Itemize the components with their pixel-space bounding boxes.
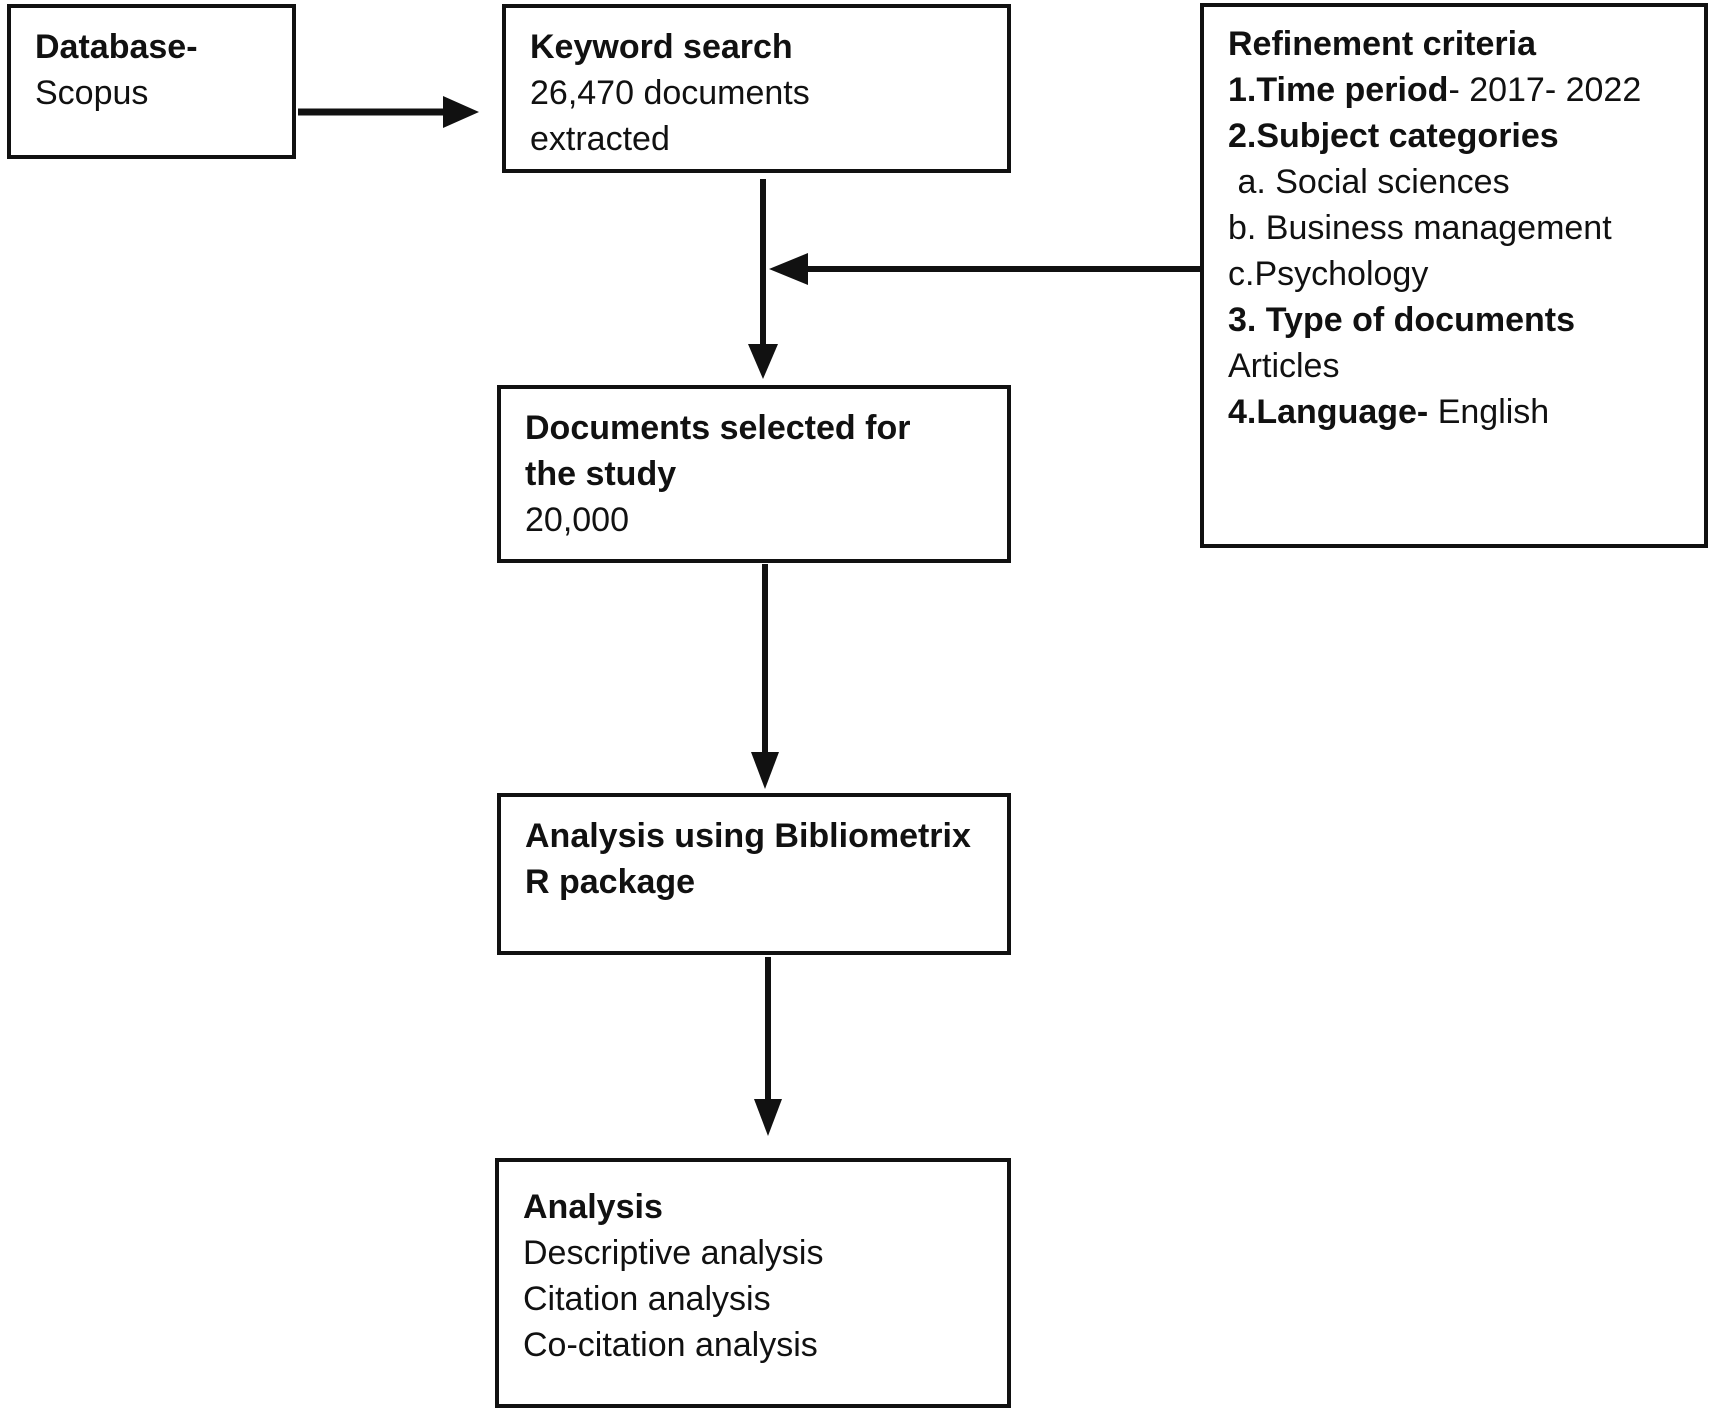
analysis-item-citation: Citation analysis — [523, 1280, 771, 1318]
bibliometrix-box: Analysis using Bibliometrix R package — [497, 793, 1011, 955]
refinement-item: Articles — [1228, 343, 1680, 389]
refinement-item-text: a. Social sciences — [1228, 163, 1510, 201]
documents-selected-count: 20,000 — [525, 501, 629, 539]
analysis-item-cocitation: Co-citation analysis — [523, 1326, 818, 1364]
analysis-title: Analysis — [523, 1188, 663, 1226]
database-box-title: Database- — [35, 28, 198, 66]
refinement-criteria-title: Refinement criteria — [1228, 25, 1536, 63]
refinement-item: 3. Type of documents — [1228, 297, 1680, 343]
arrow-bibliometrix-to-analysis — [754, 957, 782, 1136]
documents-selected-box: Documents selected for the study 20,000 — [497, 385, 1011, 563]
bibliometrix-title: Analysis using Bibliometrix — [525, 817, 971, 855]
refinement-item-text: English — [1428, 393, 1550, 431]
refinement-item-bold-text: 4.Language- — [1228, 393, 1429, 431]
keyword-search-box-title: Keyword search — [530, 28, 793, 66]
refinement-item-text: c.Psychology — [1228, 255, 1429, 293]
keyword-search-box: Keyword search 26,470 documents extracte… — [502, 4, 1011, 173]
database-box: Database- Scopus — [7, 4, 296, 159]
refinement-item-text: - 2017- 2022 — [1448, 71, 1642, 109]
refinement-item: 4.Language- English — [1228, 389, 1680, 435]
refinement-item: 2.Subject categories — [1228, 113, 1680, 159]
refinement-item: c.Psychology — [1228, 251, 1680, 297]
keyword-search-box-count-cont: extracted — [530, 120, 670, 158]
refinement-item-text: Articles — [1228, 347, 1340, 385]
bibliometrix-title-cont: R package — [525, 863, 696, 901]
arrow-refinement-to-connector — [769, 253, 1200, 285]
arrow-database-to-keyword — [298, 96, 479, 128]
refinement-criteria-box: Refinement criteria 1.Time period- 2017-… — [1200, 3, 1708, 548]
refinement-item-bold-text: 2.Subject categories — [1228, 117, 1559, 155]
arrow-selected-to-bibliometrix — [751, 564, 779, 789]
documents-selected-title-cont: the study — [525, 455, 677, 493]
database-box-value: Scopus — [35, 74, 149, 112]
documents-selected-title: Documents selected for — [525, 409, 911, 447]
refinement-item: a. Social sciences — [1228, 159, 1680, 205]
keyword-search-box-count: 26,470 documents — [530, 74, 810, 112]
arrow-keyword-to-selected — [748, 179, 778, 379]
refinement-item-bold-text: 3. Type of documents — [1228, 301, 1575, 339]
refinement-item-text: b. Business management — [1228, 209, 1612, 247]
analysis-item-descriptive: Descriptive analysis — [523, 1234, 824, 1272]
refinement-item: 1.Time period- 2017- 2022 — [1228, 67, 1680, 113]
refinement-item: b. Business management — [1228, 205, 1680, 251]
refinement-item-bold-text: 1.Time period — [1228, 71, 1449, 109]
analysis-box: Analysis Descriptive analysis Citation a… — [495, 1158, 1011, 1408]
